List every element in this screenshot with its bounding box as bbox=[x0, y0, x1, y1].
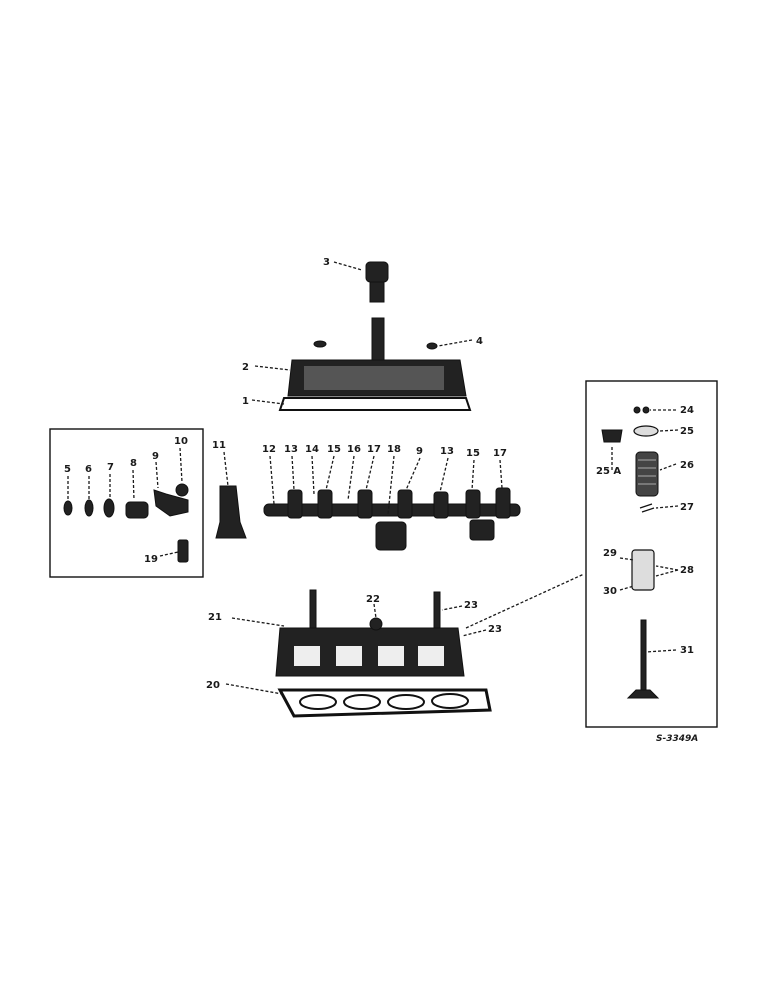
callout-13b: 13 bbox=[440, 446, 454, 457]
callout-5: 5 bbox=[64, 464, 71, 475]
rocker-parts-inset bbox=[49, 428, 204, 578]
callout-22: 22 bbox=[366, 594, 380, 605]
rocker-bracket bbox=[215, 485, 247, 539]
callout-25a: 25 A bbox=[596, 466, 621, 477]
callout-27: 27 bbox=[680, 502, 694, 513]
callout-4: 4 bbox=[476, 336, 483, 347]
callout-8: 8 bbox=[130, 458, 137, 469]
callout-21: 21 bbox=[208, 612, 222, 623]
callout-9: 9 bbox=[152, 451, 159, 462]
callout-24: 24 bbox=[680, 405, 694, 416]
callout-11: 11 bbox=[212, 440, 226, 451]
valve-cover bbox=[287, 340, 467, 397]
callout-17b: 17 bbox=[493, 448, 507, 459]
callout-15: 15 bbox=[327, 444, 341, 455]
callout-26: 26 bbox=[680, 460, 694, 471]
callout-2: 2 bbox=[242, 362, 249, 373]
inset-parts bbox=[63, 483, 189, 563]
valve-cover-gasket bbox=[278, 397, 472, 411]
callout-31: 31 bbox=[680, 645, 694, 656]
callout-19: 19 bbox=[144, 554, 158, 565]
callout-3: 3 bbox=[323, 257, 330, 268]
callout-28: 28 bbox=[680, 565, 694, 576]
callout-12: 12 bbox=[262, 444, 276, 455]
valve-parts-inset bbox=[585, 380, 718, 728]
callout-23b: 23 bbox=[488, 624, 502, 635]
callout-17: 17 bbox=[367, 444, 381, 455]
callout-23a: 23 bbox=[464, 600, 478, 611]
head-gasket bbox=[277, 688, 492, 718]
callout-29: 29 bbox=[603, 548, 617, 559]
filler-cap bbox=[365, 261, 389, 303]
cylinder-head bbox=[275, 617, 465, 677]
callout-18: 18 bbox=[387, 444, 401, 455]
rocker-shaft bbox=[263, 487, 521, 551]
figure-reference: S-3349A bbox=[656, 734, 698, 744]
callout-16: 16 bbox=[347, 444, 361, 455]
callout-15b: 15 bbox=[466, 448, 480, 459]
callout-9b: 9 bbox=[416, 446, 423, 457]
callout-6: 6 bbox=[85, 464, 92, 475]
callout-13: 13 bbox=[284, 444, 298, 455]
filler-tube bbox=[371, 317, 385, 361]
callout-20: 20 bbox=[206, 680, 220, 691]
callout-25: 25 bbox=[680, 426, 694, 437]
callout-7: 7 bbox=[107, 462, 114, 473]
callout-10: 10 bbox=[174, 436, 188, 447]
callout-30: 30 bbox=[603, 586, 617, 597]
valve-parts bbox=[601, 406, 660, 699]
callout-1: 1 bbox=[242, 396, 249, 407]
callout-14: 14 bbox=[305, 444, 319, 455]
